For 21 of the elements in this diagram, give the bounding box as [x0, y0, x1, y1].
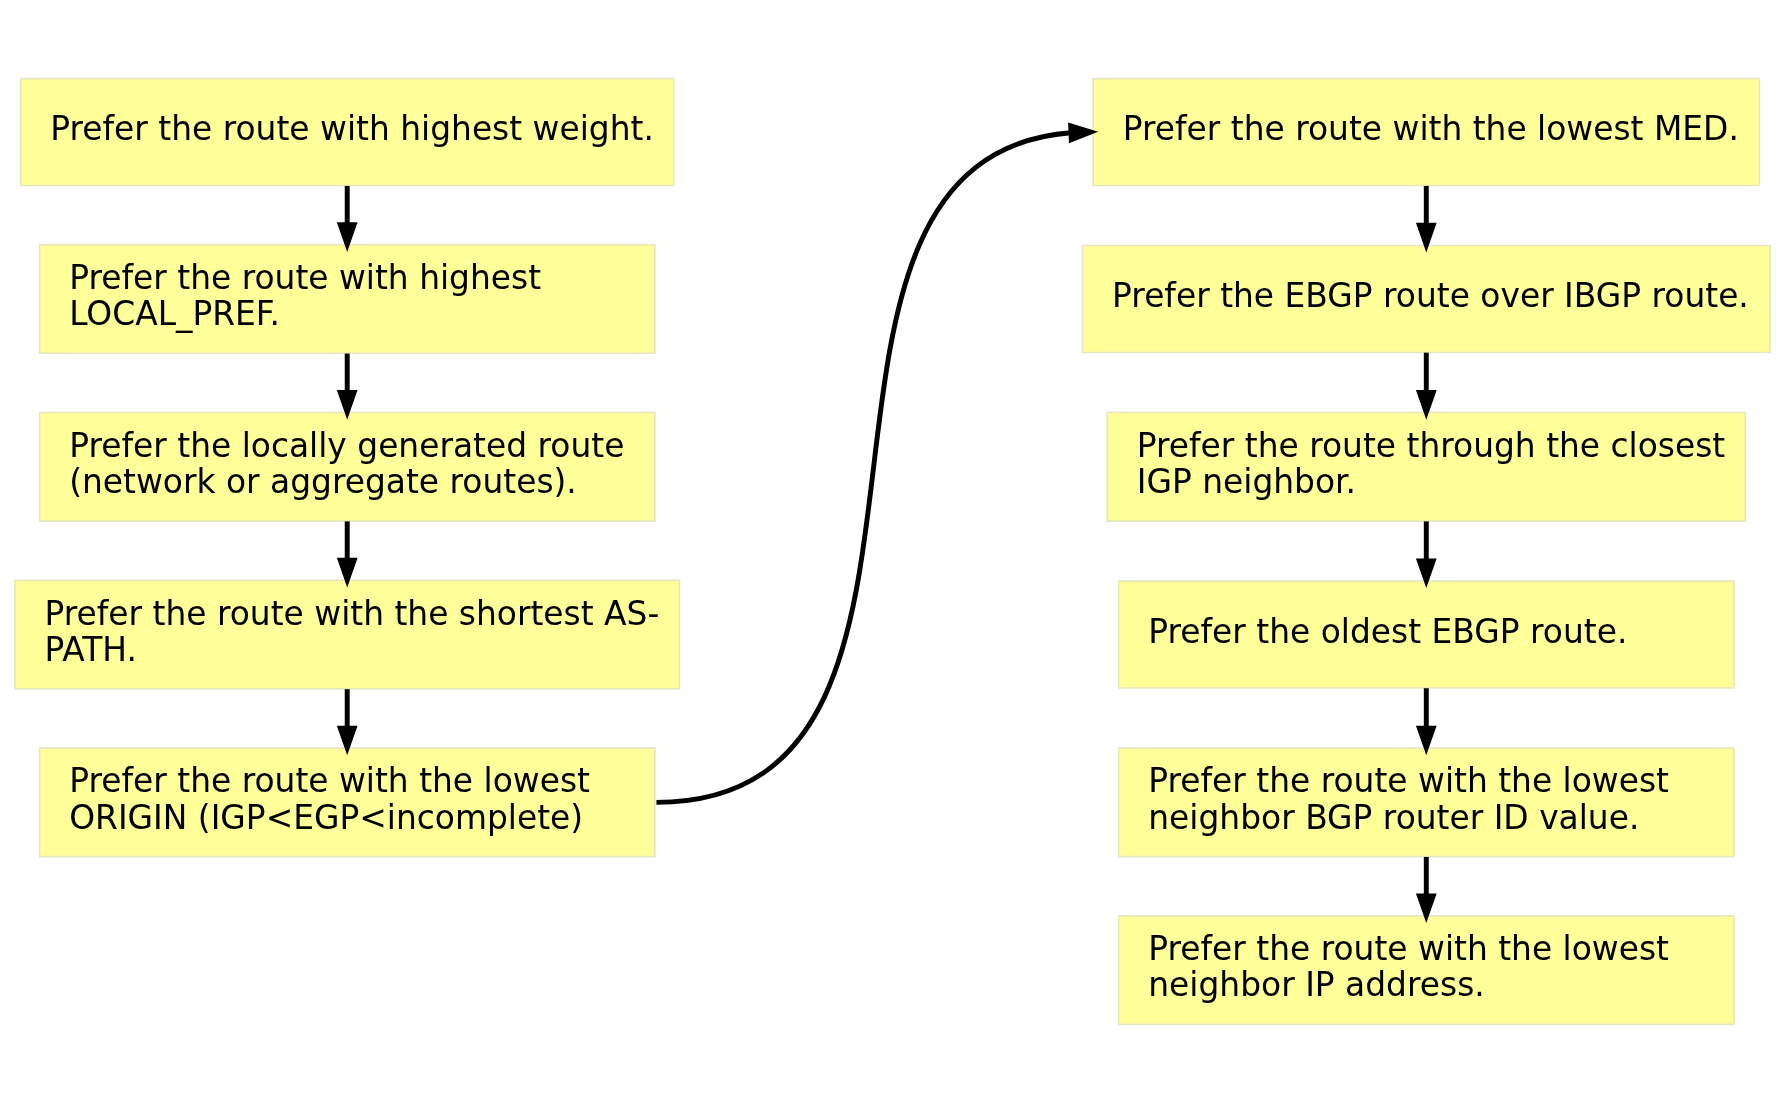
node-box: Prefer the locally generated route (network or aggregate routes). [38, 411, 656, 522]
arrow [1415, 688, 1437, 756]
node-box: Prefer the route with the lowest ORIGIN (IGP<EGP<incomplete) [38, 747, 656, 858]
arrow [336, 689, 358, 756]
arrow [336, 521, 358, 588]
node-box: Prefer the route with highest LOCAL_PREF. [38, 243, 656, 355]
arrow [1415, 521, 1437, 589]
node-box: Prefer the route through the closest IGP neighbor. [1106, 411, 1747, 522]
arrow [1415, 856, 1437, 924]
arrow [336, 353, 358, 420]
node-box: Prefer the oldest EBGP route. [1117, 580, 1735, 689]
arrow [656, 122, 1099, 805]
arrow [336, 185, 358, 252]
node-box: Prefer the route with the lowest neighbor IP address. [1117, 915, 1735, 1026]
node-box: Prefer the route with the lowest MED. [1092, 77, 1761, 187]
node-box: Prefer the route with the lowest neighbor BGP router ID value. [1117, 747, 1735, 858]
arrow [1415, 352, 1437, 420]
node-box: Prefer the route with the shortest AS-PATH. [14, 579, 681, 690]
node-box: Prefer the EBGP route over IBGP route. [1081, 244, 1771, 354]
node-box: Prefer the route with highest weight. [19, 77, 675, 187]
arrow [1415, 185, 1437, 253]
